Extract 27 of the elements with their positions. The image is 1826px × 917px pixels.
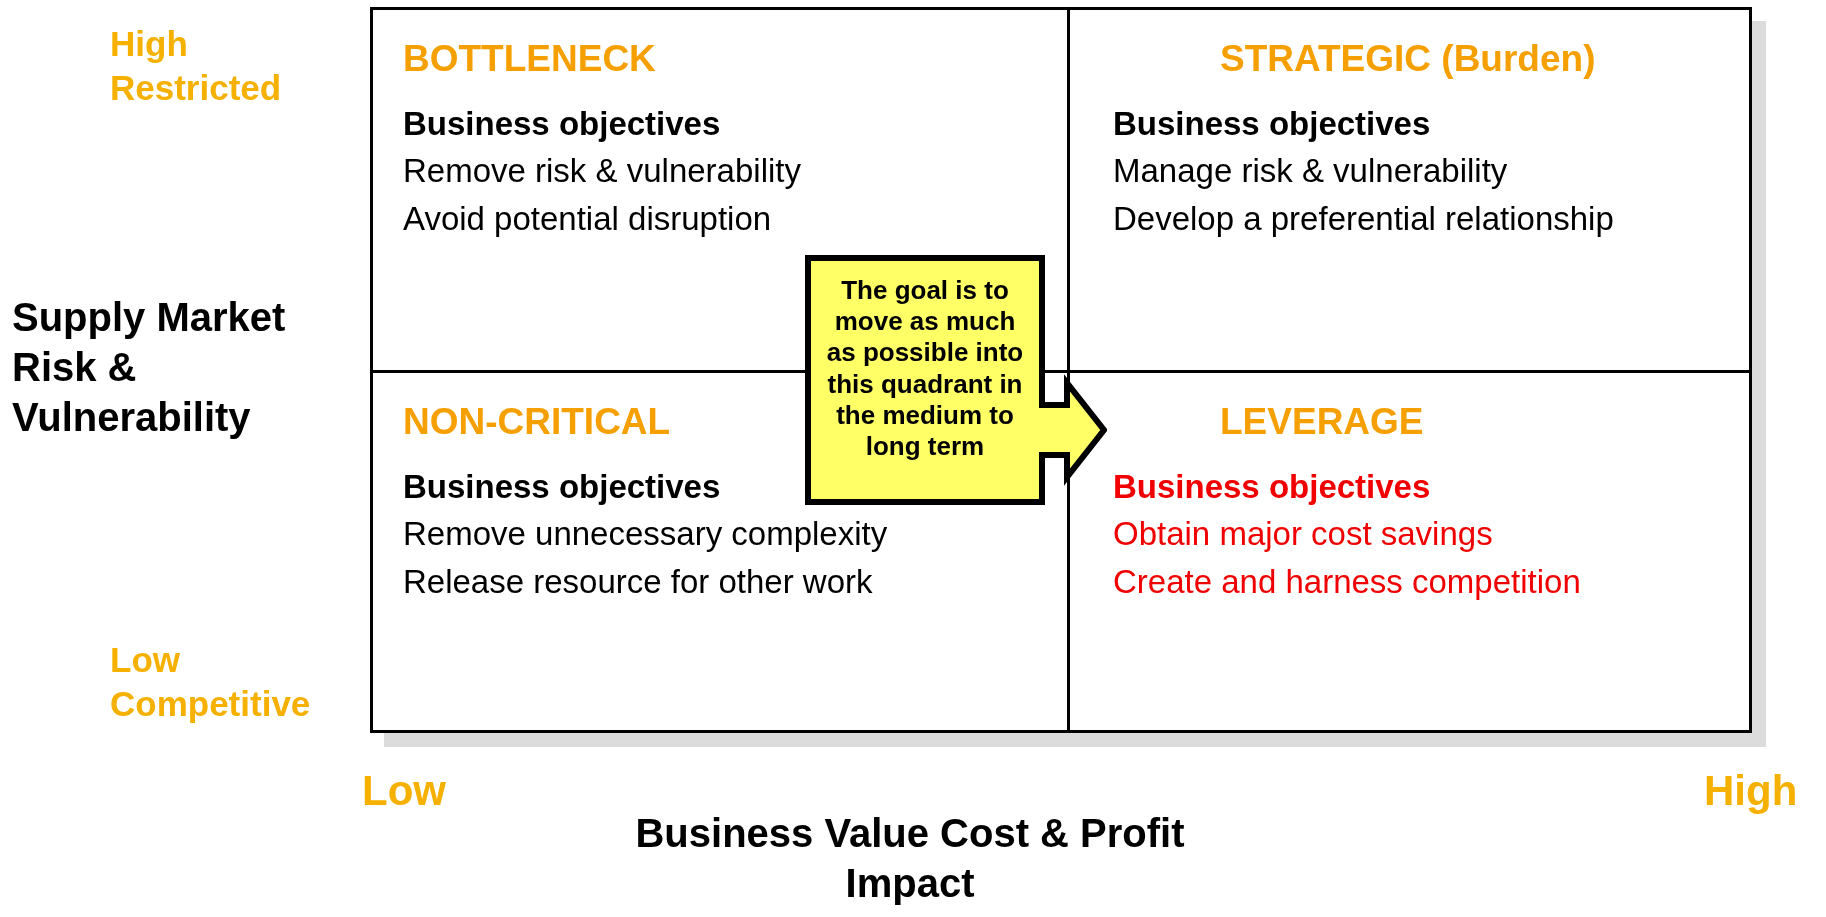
axis-level-label: High Restricted xyxy=(110,23,283,109)
axis-level-label: Low xyxy=(362,766,447,816)
objective-text: Manage risk & vulnerability xyxy=(1113,152,1508,190)
quadrant-title: BOTTLENECK xyxy=(403,38,656,80)
objectives-heading: Business objectives xyxy=(403,105,721,143)
objective-text: Develop a preferential relationship xyxy=(1113,200,1614,238)
axis-title: Business Value Cost & Profit Impact xyxy=(634,810,1186,907)
axis-level-label: High xyxy=(1704,766,1799,816)
objective-text: Remove unnecessary complexity xyxy=(403,515,888,553)
objectives-heading: Business objectives xyxy=(1113,105,1431,143)
quadrant-box xyxy=(370,7,1070,373)
objective-text: Create and harness competition xyxy=(1113,563,1581,601)
callout-text: The goal is to move as much as possible into this quadrant in the medium to long term xyxy=(825,275,1025,463)
objectives-heading: Business objectives xyxy=(403,468,721,506)
axis-level-label: Low Competitive xyxy=(110,639,312,725)
quadrant-box xyxy=(1067,7,1752,373)
callout-box xyxy=(805,255,1107,505)
objective-text: Release resource for other work xyxy=(403,563,873,601)
quadrant-title: NON-CRITICAL xyxy=(403,401,671,443)
quadrant-box xyxy=(1067,370,1752,733)
objective-text: Obtain major cost savings xyxy=(1113,515,1493,553)
objective-text: Avoid potential disruption xyxy=(403,200,772,238)
quadrant-title: STRATEGIC (Burden) xyxy=(1220,38,1596,80)
axis-title: Supply Market Risk & Vulnerability xyxy=(12,294,287,441)
quadrant-title: LEVERAGE xyxy=(1220,401,1424,443)
objectives-heading: Business objectives xyxy=(1113,468,1431,506)
objective-text: Remove risk & vulnerability xyxy=(403,152,801,190)
